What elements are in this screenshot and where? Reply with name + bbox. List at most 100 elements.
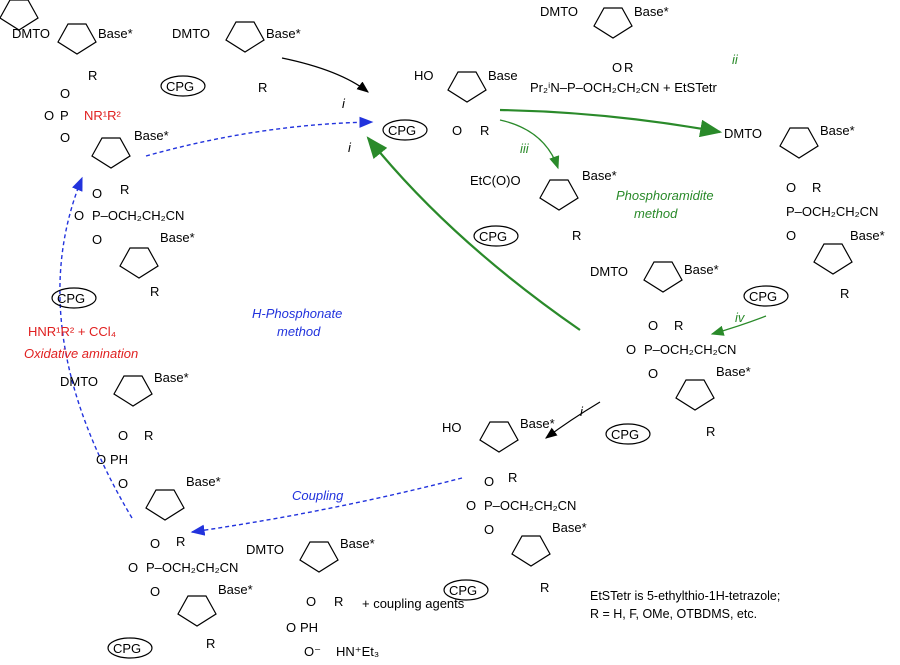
dmto-label: DMTO	[60, 374, 98, 389]
coupling-agents-label: + coupling agents	[362, 596, 465, 611]
o-label: O	[92, 186, 102, 201]
reagent-i-top: i	[342, 96, 346, 111]
method-coupling: Coupling	[292, 488, 344, 503]
base-label: Base*	[340, 536, 375, 551]
base-label: Base*	[98, 26, 133, 41]
molecule-phosphoramidate-dimer: DMTO Base* R O O P NR¹R² O Base* R O O P…	[12, 23, 195, 309]
r-label: R	[88, 68, 97, 83]
method-hphosphonate-l1: H-Phosphonate	[252, 306, 342, 321]
ph-label: PH	[110, 452, 128, 467]
molecule-hphosphonate-dimer: DMTO Base* R O O PH O Base* R O O P–OCH₂…	[60, 370, 253, 659]
cpg-label: CPG	[749, 289, 777, 304]
cpg-label: CPG	[611, 427, 639, 442]
o-label: O	[626, 342, 636, 357]
o-label: O	[150, 584, 160, 599]
base-label: Base*	[552, 520, 587, 535]
arrow-phosphoramidite-coupling	[499, 108, 723, 138]
cpg-label: CPG	[479, 229, 507, 244]
o-label: O	[306, 594, 316, 609]
reagent-ii: ii	[732, 52, 739, 67]
r-label: R	[258, 80, 267, 95]
molecule-phosphate-dimer: DMTO Base* R O O P–OCH₂CH₂CN O Base* CPG…	[590, 261, 751, 445]
o-label: O	[96, 452, 106, 467]
footnote-line-2: R = H, F, OMe, OTBDMS, etc.	[590, 607, 757, 621]
arrow-return-green	[366, 136, 581, 331]
r-label: R	[706, 424, 715, 439]
molecule-detritylated-dimer: HO Base* R O O P–OCH₂CH₂CN O Base* CPG R	[442, 416, 587, 601]
dmto-label: DMTO	[12, 26, 50, 41]
molecule-amidite-reagent: DMTO Base* O R	[540, 4, 669, 75]
r-label: R	[176, 534, 185, 549]
base-label: Base*	[850, 228, 885, 243]
r-label: R	[480, 123, 489, 138]
amidite-reagent: Pr₂ⁱN–P–OCH₂CH₂CN + EtSTetr	[530, 80, 718, 95]
reagent-iv: iv	[735, 310, 746, 325]
base-label: Base*	[634, 4, 669, 19]
o-label: O	[612, 60, 622, 75]
molecule-capped: EtC(O)O Base* CPG R	[470, 168, 617, 247]
cpg-label: CPG	[113, 641, 141, 656]
arrow-deprotect-top	[281, 57, 369, 93]
base-label: Base*	[134, 128, 169, 143]
ho-label: HO	[414, 68, 434, 83]
r-label: R	[508, 470, 517, 485]
r-label: R	[572, 228, 581, 243]
r-label: R	[540, 580, 549, 595]
p-label: P	[60, 108, 69, 123]
method-phosphoramidite-l2: method	[634, 206, 678, 221]
o-label: O	[648, 318, 658, 333]
o-label: O	[452, 123, 462, 138]
arrow-deprotect-bottom	[545, 401, 601, 439]
method-phosphoramidite-l1: Phosphoramidite	[616, 188, 714, 203]
base-label: Base*	[186, 474, 221, 489]
cpg-label: CPG	[449, 583, 477, 598]
base-label: Base*	[266, 26, 301, 41]
r-label: R	[120, 182, 129, 197]
arrow-hp-coupling	[190, 477, 463, 536]
sugar-ring-template	[0, 0, 39, 31]
cpg-label: CPG	[166, 79, 194, 94]
phos-chain-label: P–OCH₂CH₂CN	[484, 498, 576, 513]
ester-label: EtC(O)O	[470, 173, 521, 188]
r-label: R	[812, 180, 821, 195]
phos-chain-label: P–OCH₂CH₂CN	[92, 208, 184, 223]
ominus-label: O⁻	[304, 644, 321, 659]
r-label: R	[674, 318, 683, 333]
r-label: R	[150, 284, 159, 299]
o-label: O	[484, 522, 494, 537]
oxidative-reagent: HNR¹R² + CCl₄	[28, 324, 116, 339]
hnet3-label: HN⁺Et₃	[336, 644, 379, 659]
o-label: O	[118, 476, 128, 491]
o-label: O	[44, 108, 54, 123]
r-label: R	[840, 286, 849, 301]
base-label: Base*	[160, 230, 195, 245]
reagent-i-bottom: i	[580, 404, 584, 419]
arrow-capping	[499, 119, 560, 170]
o-label: O	[786, 228, 796, 243]
base-label: Base*	[716, 364, 751, 379]
o-label: O	[150, 536, 160, 551]
o-label: O	[60, 86, 70, 101]
o-label: O	[466, 498, 476, 513]
reagent-iii: iii	[520, 141, 530, 156]
o-label: O	[786, 180, 796, 195]
o-label: O	[128, 560, 138, 575]
r-label: R	[206, 636, 215, 651]
base-label: Base*	[154, 370, 189, 385]
arrows	[59, 57, 767, 536]
arrow-oxidation	[710, 315, 767, 336]
method-hphosphonate-l2: method	[277, 324, 321, 339]
reagent-i-return: i	[348, 140, 352, 155]
base-label: Base*	[820, 123, 855, 138]
dmto-label: DMTO	[724, 126, 762, 141]
phos-chain-label: P–OCH₂CH₂CN	[786, 204, 878, 219]
arrow-hp-return	[145, 116, 374, 157]
method-oxidative-amination: Oxidative amination	[24, 346, 138, 361]
dmto-label: DMTO	[172, 26, 210, 41]
o-label: O	[484, 474, 494, 489]
o-label: O	[92, 232, 102, 247]
r-label: R	[334, 594, 343, 609]
phos-chain-label: P–OCH₂CH₂CN	[644, 342, 736, 357]
molecule-ho-monomer: HO Base CPG O R	[382, 68, 518, 141]
